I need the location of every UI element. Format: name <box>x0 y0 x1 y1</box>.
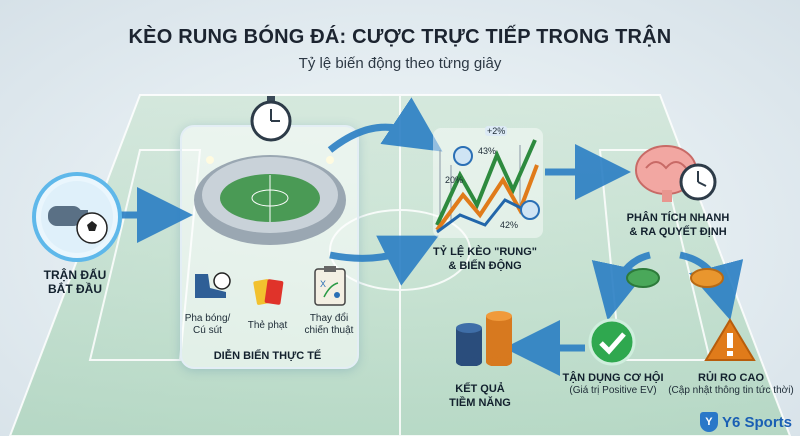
svg-text:X: X <box>320 279 326 289</box>
analysis-line2: & RA QUYẾT ĐỊNH <box>629 226 727 238</box>
risk-line1: RỦI RO CAO <box>698 372 764 384</box>
chips-icon <box>456 311 512 366</box>
opportunity-line2: (Giá trị Positive EV) <box>569 385 657 396</box>
analysis-line1: PHÂN TÍCH NHANH <box>626 212 730 224</box>
page-title: KÈO RUNG BÓNG ĐÁ: CƯỢC TRỰC TIẾP TRONG T… <box>128 26 672 48</box>
live-events-caption: DIỄN BIẾN THỰC TẾ <box>213 350 322 362</box>
event-item-1-label: Pha bóng/ Cú sút <box>180 313 235 337</box>
match-start-line2: BẮT ĐẦU <box>48 282 102 296</box>
analysis-label: PHÂN TÍCH NHANH & RA QUYẾT ĐỊNH <box>608 211 748 239</box>
clock-icon <box>250 96 292 142</box>
odds-chart-icon <box>433 128 543 238</box>
event-item-3-line1: Thay đổi <box>309 313 349 324</box>
event-item-2-label: Thẻ phạt <box>240 320 295 332</box>
tactics-board-icon: X <box>314 266 346 306</box>
whistle-and-ball-icon <box>32 172 122 262</box>
outcome-label: KẾT QUẢ TIỀM NĂNG <box>425 382 535 410</box>
risk-label: RỦI RO CAO (Cập nhật thông tin tức thời) <box>666 371 796 397</box>
odds-pct-3: 20% <box>445 175 464 185</box>
risk-line2: (Cập nhật thông tin tức thời) <box>668 385 794 396</box>
check-icon <box>588 318 636 366</box>
opportunity-label: TẬN DỤNG CƠ HỘI (Giá trị Positive EV) <box>548 371 678 397</box>
warning-icon <box>704 318 756 361</box>
event-item-1-line2: Cú sút <box>193 325 222 336</box>
outcome-line1: KẾT QUẢ <box>455 383 505 395</box>
event-item-2-line1: Thẻ phạt <box>247 320 288 331</box>
odds-pct-1: +2% <box>485 126 508 136</box>
odds-line2: & BIẾN ĐỘNG <box>448 260 522 272</box>
odds-label: TỶ LỆ KÈO "RUNG" & BIẾN ĐỘNG <box>420 245 550 273</box>
event-item-1-line1: Pha bóng/ <box>184 313 231 324</box>
match-start-label: TRẬN ĐẤU BẮT ĐẦU <box>20 268 130 296</box>
arrow-events-to-odds <box>327 97 443 153</box>
opportunity-line1: TẬN DỤNG CƠ HỘI <box>562 372 664 384</box>
watermark-text: Y6 Sports <box>721 413 792 431</box>
decision-coins <box>626 268 724 288</box>
penalty-cards-icon <box>253 279 284 305</box>
odds-pct-2: 43% <box>478 146 497 156</box>
stadium-icon <box>194 155 346 245</box>
watermark: Y Y6 Sports <box>699 412 792 432</box>
arrow-events-to-odds-lower <box>329 235 439 286</box>
event-item-3-label: Thay đổi chiến thuật <box>296 313 362 337</box>
odds-pct-4: 42% <box>500 220 519 230</box>
arrow-analysis-to-opportunity <box>591 251 651 321</box>
boot-and-ball-icon <box>195 272 231 298</box>
brain-stopwatch-icon <box>635 145 717 202</box>
event-item-3-line2: chiến thuật <box>304 325 354 336</box>
shield-logo-icon: Y <box>699 412 718 432</box>
page-subtitle: Tỷ lệ biến động theo từng giây <box>298 55 502 72</box>
outcome-line2: TIỀM NĂNG <box>449 397 511 409</box>
odds-line1: TỶ LỆ KÈO "RUNG" <box>433 246 537 258</box>
match-start-line1: TRẬN ĐẤU <box>43 268 107 282</box>
